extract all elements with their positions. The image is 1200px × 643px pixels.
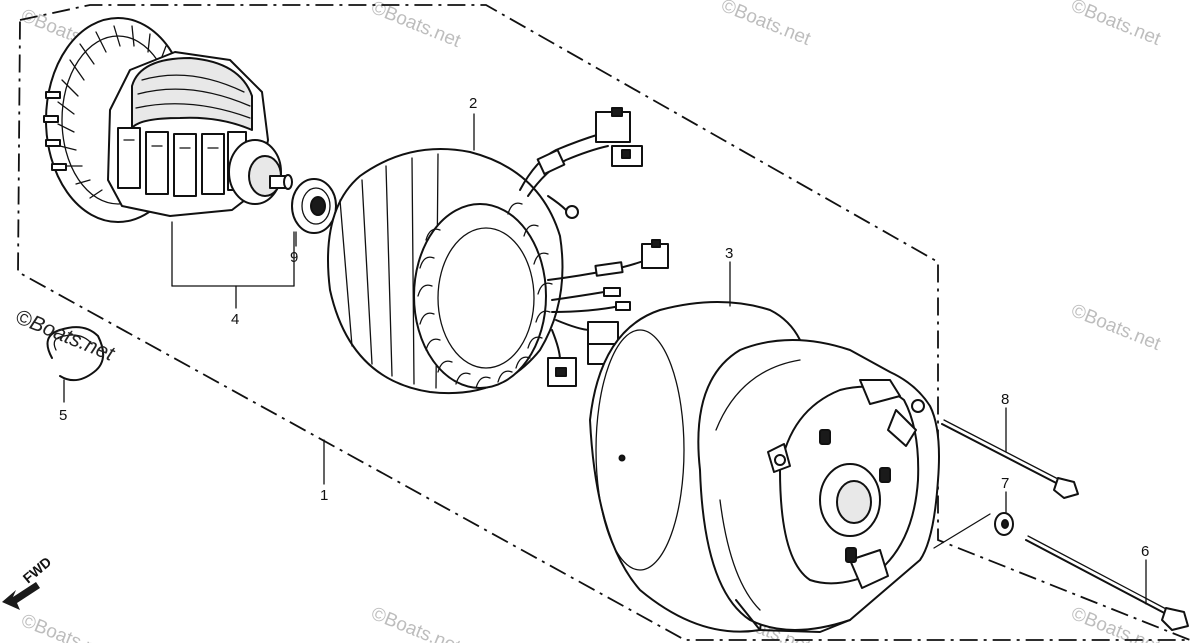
end-bracket-lugs — [767, 379, 917, 589]
rotor-winding-lines — [135, 74, 251, 119]
harness-wire-c — [551, 305, 621, 313]
fan-fins — [43, 91, 67, 171]
bolt-shank-edge — [1027, 535, 1169, 611]
harness-top-wire — [527, 145, 609, 197]
watermark-text: ©Boats.net — [1068, 0, 1164, 50]
fwd-indicator: FWD — [2, 554, 54, 610]
leader-lines — [63, 113, 1147, 605]
spade-terminal — [615, 301, 631, 311]
callout-8: 8 — [1001, 391, 1009, 408]
shaft-end — [283, 174, 293, 190]
callout-5: 5 — [59, 407, 67, 424]
shroud-rivet — [618, 454, 626, 462]
mount-hole — [774, 454, 786, 466]
bolt-head — [1161, 607, 1189, 631]
housing-lower-edge — [719, 499, 761, 611]
washer-7 — [994, 512, 1014, 536]
stator-inner-edge — [437, 227, 535, 369]
mount-hole — [911, 399, 925, 413]
callout-4: 4 — [231, 311, 239, 328]
bolt-6 — [1025, 535, 1189, 631]
rotor-pole-slots — [123, 139, 219, 149]
stator-bore — [413, 203, 547, 389]
watermark-text: ©Boats.net — [718, 0, 814, 50]
connector-bottom-pin — [555, 367, 567, 377]
bolt-8 — [941, 419, 1079, 499]
band-5 — [46, 326, 105, 382]
fwd-arrow-icon — [2, 582, 40, 610]
stator — [327, 107, 669, 395]
front-housing — [589, 301, 940, 633]
watermark-text: ©Boats.net — [12, 305, 118, 366]
shroud-rim — [595, 329, 685, 571]
connector-mid — [587, 321, 619, 345]
housing-foot — [735, 599, 851, 633]
callout-9: 9 — [290, 249, 298, 266]
assembly-boundary — [17, 4, 1191, 641]
harness-sleeve — [594, 261, 624, 277]
fwd-label: FWD — [20, 554, 55, 587]
watermark-text: ©Boats.net — [368, 0, 464, 52]
spade-terminal — [603, 287, 621, 297]
watermark-text: ©Boats.net — [368, 603, 464, 643]
callout-1: 1 — [320, 487, 328, 504]
housing-ridge — [715, 359, 801, 431]
harness-wire-e — [551, 329, 561, 361]
bolt-head — [1053, 477, 1079, 499]
bearing-bore — [836, 480, 872, 524]
bearing — [291, 178, 337, 234]
connector-top — [595, 107, 643, 167]
brush-holders — [819, 429, 891, 563]
watermark-text: ©Boats.net — [18, 610, 114, 643]
stator-coil-windings — [417, 202, 553, 389]
callout-2: 2 — [469, 95, 477, 112]
harness-clamp — [536, 149, 566, 175]
rotor-assembly — [43, 17, 293, 223]
callout-3: 3 — [725, 245, 733, 262]
ring-terminal — [565, 205, 579, 219]
bolt-shank — [941, 423, 1063, 487]
harness-wire-d — [555, 319, 591, 331]
callout-7: 7 — [1001, 475, 1009, 492]
callout-6: 6 — [1141, 543, 1149, 560]
fan-blades — [57, 25, 167, 199]
connector-right — [641, 239, 669, 269]
watermark-text: ©Boats.net — [1068, 300, 1164, 355]
ring-terminal-wire — [547, 195, 567, 211]
bolt-shank-edge — [943, 419, 1061, 481]
harness-wire-b — [551, 291, 605, 301]
